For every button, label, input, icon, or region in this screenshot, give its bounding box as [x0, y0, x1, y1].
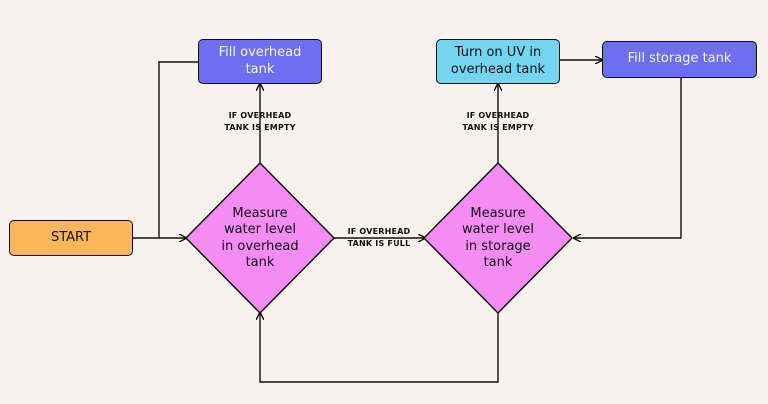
- fill-storage-label: Fill storage tank: [627, 51, 732, 67]
- condition-overhead-empty-left-line-2: TANK IS EMPTY: [224, 122, 296, 132]
- connector-fill-storage-to-measure-storage: [574, 78, 682, 238]
- start-node: START: [9, 220, 133, 256]
- measure-overhead-label: Measure water level in overhead tank: [205, 206, 315, 271]
- turn-on-uv-label-line-1: Turn on UV in: [454, 45, 542, 61]
- condition-overhead-empty-left-line-1: IF OVERHEAD: [228, 111, 292, 120]
- fill-storage-tank-node: Fill storage tank: [602, 41, 757, 78]
- measure-storage-line-3: in storage: [465, 238, 531, 254]
- condition-overhead-full: IF OVERHEAD TANK IS FULL: [334, 226, 424, 249]
- measure-storage-line-2: water level: [461, 222, 535, 238]
- measure-overhead-diamond: [185, 162, 335, 314]
- measure-storage-line-4: tank: [483, 254, 513, 270]
- measure-overhead-line-1: Measure: [232, 206, 288, 221]
- measure-overhead-line-2: water level: [223, 222, 297, 238]
- condition-overhead-empty-right-line-1: IF OVERHEAD: [466, 111, 530, 120]
- connector-fill-overhead-loop: [158, 61, 198, 238]
- condition-overhead-empty-right: IF OVERHEAD TANK IS EMPTY: [443, 110, 553, 133]
- condition-overhead-empty-left: IF OVERHEAD TANK IS EMPTY: [205, 110, 315, 133]
- measure-storage-diamond: [423, 162, 573, 314]
- start-label: START: [50, 229, 92, 245]
- fill-overhead-label-line-2: tank: [245, 61, 275, 77]
- turn-on-uv-node: Turn on UV in overhead tank: [436, 39, 560, 84]
- measure-storage-label: Measure water level in storage tank: [443, 206, 553, 271]
- fill-overhead-label-line-1: Fill overhead: [218, 45, 302, 61]
- condition-overhead-full-line-1: IF OVERHEAD: [347, 227, 411, 236]
- fill-overhead-tank-node: Fill overhead tank: [198, 39, 322, 84]
- measure-overhead-line-4: tank: [245, 254, 275, 270]
- connector-storage-loop-to-measure-overhead: [260, 313, 499, 383]
- measure-storage-line-1: Measure: [470, 206, 526, 221]
- turn-on-uv-label-line-2: overhead tank: [450, 61, 546, 77]
- condition-overhead-empty-right-line-2: TANK IS EMPTY: [462, 122, 534, 132]
- measure-overhead-line-3: in overhead: [221, 238, 299, 254]
- condition-overhead-full-line-2: TANK IS FULL: [347, 238, 411, 248]
